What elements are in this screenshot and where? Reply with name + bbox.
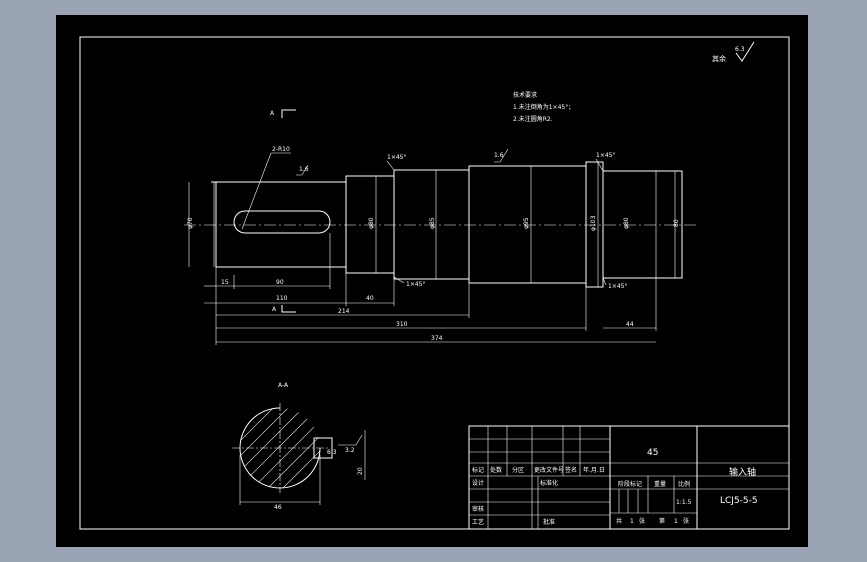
tb-scale: 比例 [678, 480, 690, 488]
rough-mark-1 [296, 164, 309, 176]
len-label-2: 90 [276, 279, 284, 286]
chamfer-label-3: 1×45° [406, 281, 425, 288]
keyway-label: 2-R10 [272, 146, 290, 153]
sec-key-label: 3.2 [345, 447, 355, 454]
keyway-slot [233, 210, 331, 234]
section-mark-bottom: A [272, 306, 277, 313]
dia-label-3: φ85 [429, 217, 436, 229]
tb-material: 45 [647, 448, 658, 458]
tb-part-name: 输入轴 [729, 466, 756, 478]
rough-value-1: 1.6 [299, 166, 309, 173]
dia-label-5: φ103 [590, 215, 597, 231]
tech-title: 技术要求 [513, 91, 537, 99]
tb-page-num: 1 [674, 518, 678, 525]
tb-process: 工艺 [472, 518, 484, 526]
dia-label-1: φ70 [187, 217, 194, 229]
rough-value-2: 1.6 [494, 152, 504, 159]
tb-sheets: 张 [639, 517, 645, 525]
drawing-border [79, 36, 790, 530]
tb-design: 设计 [472, 479, 484, 487]
section-arrow-bottom [281, 305, 296, 313]
tb-mark: 标记 [472, 466, 484, 474]
tech-req-2: 2.未注圆角R2. [513, 115, 553, 123]
drawing-sheet: 其余 6.3 技术要求 1.未注倒角为1×45°； 2.未注圆角R2. A 2-… [56, 15, 808, 547]
dia-label-7: 80 [673, 219, 680, 227]
tb-approve: 批准 [543, 518, 555, 526]
len-label-8: 374 [431, 335, 443, 342]
section-title: A-A [278, 382, 289, 389]
tb-review: 审核 [472, 505, 484, 513]
tb-sign: 签名 [565, 466, 577, 474]
sec-width-label: 46 [274, 504, 282, 511]
tb-sheets2: 张 [683, 517, 689, 525]
dia-label-4: φ95 [523, 217, 530, 229]
tb-scale-value: 1:1.5 [676, 499, 692, 506]
dimension-lines [204, 233, 657, 345]
roughness-symbol [735, 41, 755, 62]
tech-req-1: 1.未注倒角为1×45°； [513, 103, 574, 111]
tb-count: 处数 [490, 466, 502, 474]
sec-depth-label: 20 [357, 467, 364, 475]
dia-label-6: φ80 [623, 217, 630, 229]
len-label-5: 214 [338, 308, 350, 315]
chamfer-label-1: 1×45° [387, 154, 406, 161]
tb-standardize: 标准化 [540, 479, 558, 487]
roughness-note: 其余 [712, 54, 726, 63]
rough-mark-2 [494, 148, 509, 163]
len-label-4: 40 [366, 295, 374, 302]
keyway-leader [241, 152, 272, 230]
len-label-7: 44 [626, 321, 634, 328]
dia-label-2: φ80 [368, 217, 375, 229]
title-block [468, 425, 790, 530]
section-circle [239, 407, 321, 489]
tb-total-num: 1 [630, 518, 634, 525]
len-label-6: 310 [396, 321, 408, 328]
cad-drawing: 其余 6.3 技术要求 1.未注倒角为1×45°； 2.未注圆角R2. A 2-… [79, 36, 790, 530]
tb-zone: 分区 [512, 466, 524, 474]
tb-page: 第 [659, 517, 665, 525]
section-arrow-top [281, 109, 296, 118]
len-label-1: 15 [221, 279, 229, 286]
tb-change-doc: 更改文件号 [534, 466, 564, 474]
tb-total: 共 [616, 517, 622, 525]
chamfer-label-2: 1×45° [596, 152, 615, 159]
tb-weight: 重量 [654, 480, 666, 488]
tb-drawing-no: LCJ5-5-5 [720, 496, 758, 506]
sec-r-label: 6.3 [327, 449, 337, 456]
section-hatch [240, 408, 320, 488]
tb-date: 年.月.日 [583, 466, 605, 474]
roughness-value: 6.3 [735, 46, 745, 53]
len-label-3: 110 [276, 295, 288, 302]
chamfer-label-4: 1×45° [608, 283, 627, 290]
section-mark-top: A [270, 110, 275, 117]
shaft-outline [211, 161, 683, 288]
tb-stage-mark: 阶段标记 [618, 480, 642, 488]
